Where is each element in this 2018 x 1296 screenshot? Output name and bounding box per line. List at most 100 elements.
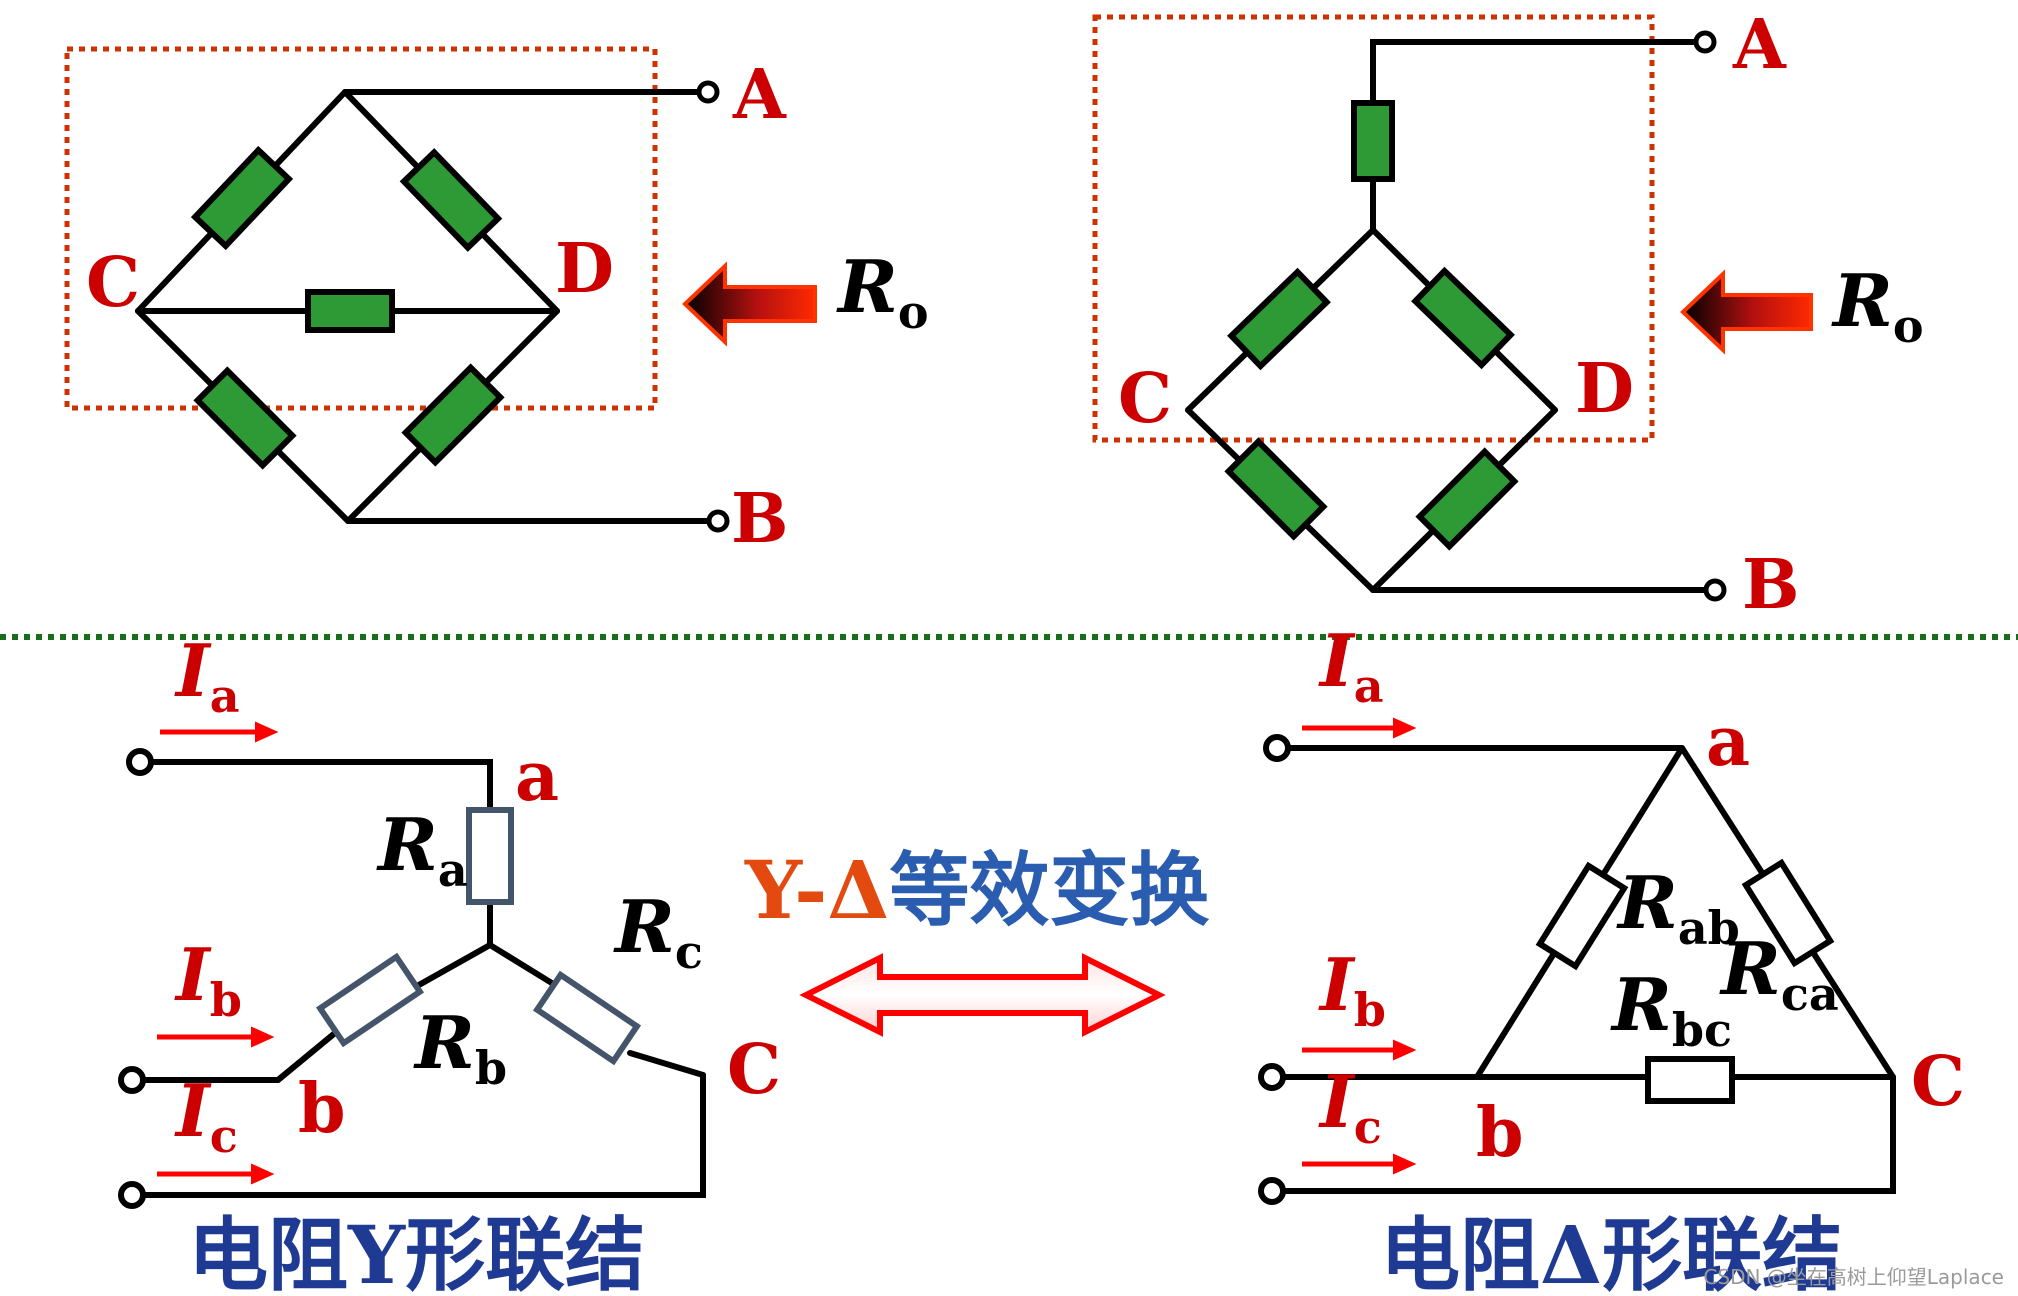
ro-label-top-left: Ro	[836, 244, 929, 339]
label-Rc: Rc	[613, 884, 703, 979]
Rc-symbol: R	[613, 884, 675, 969]
resistor-top-right-c	[1227, 267, 1331, 371]
node-label-y-c: C	[727, 1030, 781, 1110]
resistor-top-right-a	[1351, 100, 1395, 182]
ro-arrow-right-icon	[1680, 269, 1813, 355]
delta-Ia-arrow-icon	[1302, 717, 1417, 739]
node-label-top-left-c: C	[86, 243, 140, 323]
Rca-symbol: R	[1719, 926, 1781, 1011]
y-Ic-symbol: I	[174, 1068, 212, 1153]
terminal-top-right-b	[1703, 578, 1727, 602]
Rb-symbol: R	[413, 1000, 475, 1085]
delta-network: a b C Rab Rbc Rca Ia Ib Ic 电阻Δ形联结	[1258, 618, 1965, 1296]
node-label-top-right-b: B	[1742, 545, 1799, 625]
label-delta-Ic: Ic	[1318, 1059, 1382, 1154]
caption-delta: 电阻Δ形联结	[1380, 1208, 1842, 1296]
node-label-top-left-a: A	[732, 55, 787, 135]
resistor-top-left-cd	[305, 289, 395, 333]
resistor-top-right-d	[1411, 266, 1515, 370]
ro-sub-top-right: o	[1893, 299, 1924, 353]
node-label-delta-c: C	[1911, 1042, 1965, 1122]
y-network-resistors	[315, 807, 642, 1066]
node-label-top-right-d: D	[1575, 349, 1634, 429]
delta-Ia-sub: a	[1354, 659, 1384, 713]
resistor-top-left-cb	[193, 366, 297, 470]
Rc-sub: c	[675, 925, 703, 979]
resistor-Rca	[1741, 858, 1835, 968]
top-right-dotted-box	[1092, 14, 1655, 443]
top-left-bridge: A B C D Ro	[64, 46, 929, 559]
y-Ic-arrow-icon	[157, 1163, 275, 1185]
node-label-y-b: b	[298, 1069, 346, 1149]
ro-arrow-icon	[682, 261, 817, 347]
Rab-sub: ab	[1678, 901, 1740, 955]
y-Ia-arrow-icon	[160, 721, 279, 743]
label-Rab: Rab	[1616, 860, 1740, 955]
terminal-top-left-b	[706, 509, 730, 533]
resistor-top-left-ca	[190, 145, 294, 251]
Rbc-symbol: R	[1610, 962, 1672, 1047]
caption-y: 电阻Y形联结	[188, 1208, 645, 1296]
terminal-y-c	[118, 1181, 146, 1209]
label-Ra: Ra	[376, 802, 468, 897]
top-left-resistors	[190, 145, 505, 470]
Rb-sub: b	[475, 1041, 507, 1095]
resistor-top-right-db	[1415, 447, 1519, 551]
top-right-resistors	[1224, 100, 1519, 551]
y-Ib-symbol: I	[174, 932, 212, 1017]
top-right-network: A B C D Ro	[1092, 5, 1924, 625]
delta-Ic-symbol: I	[1318, 1059, 1356, 1144]
node-label-y-a: a	[515, 737, 559, 817]
resistor-Ra	[466, 807, 514, 905]
y-network-wires	[129, 759, 706, 1198]
y-current-arrows	[157, 721, 279, 1185]
node-label-top-right-c: C	[1118, 359, 1172, 439]
label-delta-Ib: Ib	[1318, 942, 1386, 1037]
ro-sub-top-left: o	[898, 285, 929, 339]
transform-title: Y-Δ等效变换	[744, 843, 1209, 1037]
delta-Ic-sub: c	[1354, 1100, 1382, 1154]
y-Ia-sub: a	[210, 669, 240, 723]
delta-current-arrows	[1302, 717, 1417, 1175]
Rbc-sub: bc	[1672, 1003, 1732, 1057]
node-label-top-left-b: B	[731, 479, 788, 559]
transform-title-text: Y-Δ等效变换	[744, 843, 1209, 937]
delta-Ib-symbol: I	[1318, 942, 1356, 1027]
delta-network-resistors	[1535, 858, 1835, 1104]
resistor-top-left-db	[401, 363, 505, 467]
top-left-dotted-box	[64, 46, 658, 411]
y-Ic-sub: c	[210, 1109, 238, 1163]
terminal-top-right-a	[1693, 30, 1717, 54]
delta-Ic-arrow-icon	[1302, 1153, 1417, 1175]
node-label-delta-a: a	[1706, 702, 1750, 782]
Rca-sub: ca	[1781, 967, 1839, 1021]
label-delta-Ia: Ia	[1318, 618, 1384, 713]
ro-symbol-top-right: R	[1831, 258, 1893, 343]
ro-symbol-top-left: R	[836, 244, 898, 329]
delta-Ib-sub: b	[1354, 983, 1386, 1037]
terminal-delta-b	[1258, 1063, 1286, 1091]
label-Rca: Rca	[1719, 926, 1839, 1021]
label-y-Ic: Ic	[174, 1068, 238, 1163]
y-Ib-arrow-icon	[157, 1026, 275, 1048]
label-Rbc: Rbc	[1610, 962, 1732, 1057]
terminal-delta-a	[1263, 734, 1291, 762]
terminal-top-left-a	[696, 80, 720, 104]
ro-label-top-right: Ro	[1831, 258, 1924, 353]
node-label-top-right-a: A	[1732, 5, 1787, 85]
delta-Ia-symbol: I	[1318, 618, 1356, 703]
resistor-Rbc	[1645, 1056, 1735, 1104]
resistor-Rb	[315, 952, 425, 1048]
label-y-Ia: Ia	[174, 628, 240, 723]
transform-title-prefix: Y-Δ	[744, 843, 889, 937]
transform-title-suffix: 等效变换	[889, 843, 1209, 937]
Ra-symbol: R	[376, 802, 438, 887]
terminal-y-b	[118, 1066, 146, 1094]
y-network: a b C Ra Rb Rc Ia Ib Ic 电阻Y形联结	[118, 628, 781, 1296]
node-label-delta-b: b	[1476, 1093, 1524, 1173]
y-Ia-symbol: I	[174, 628, 212, 713]
watermark: CSDN @坐在高树上仰望Laplace	[1703, 1265, 2004, 1289]
Rab-symbol: R	[1616, 860, 1678, 945]
label-Rb: Rb	[413, 1000, 507, 1095]
label-y-Ib: Ib	[174, 932, 242, 1027]
